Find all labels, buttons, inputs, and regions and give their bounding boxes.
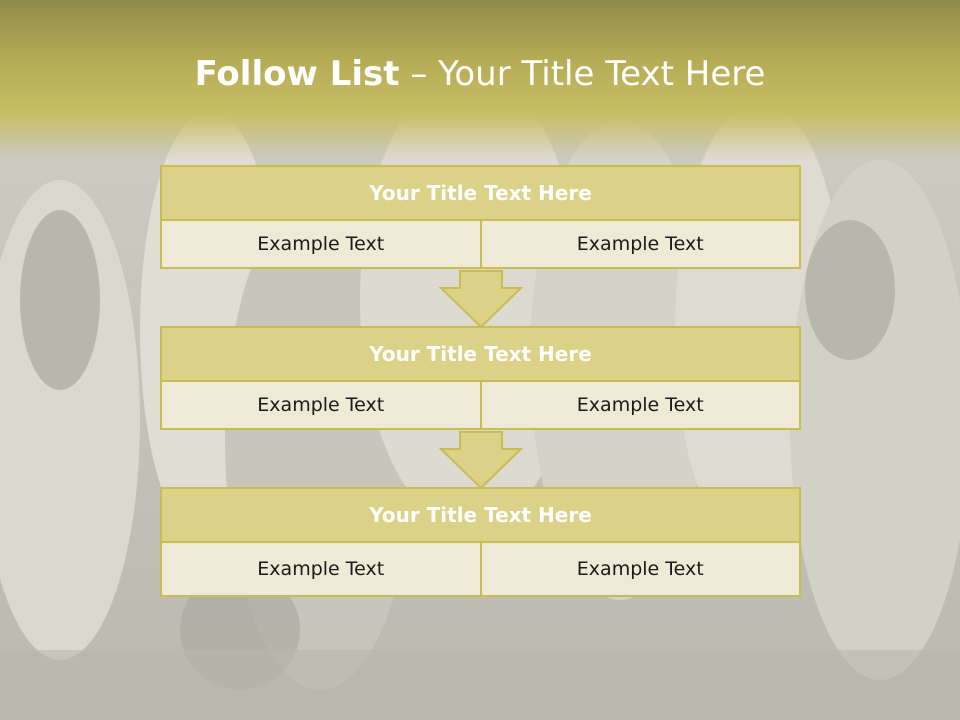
title-band bbox=[0, 0, 960, 160]
list-block-2: Your Title Text Here Example Text Exampl… bbox=[160, 326, 801, 430]
slide-title-bold: Follow List bbox=[194, 54, 400, 94]
list-block-3: Your Title Text Here Example Text Exampl… bbox=[160, 487, 801, 597]
block-cell-right: Example Text bbox=[479, 380, 801, 430]
block-title: Your Title Text Here bbox=[160, 326, 801, 382]
slide-title: Follow List – Your Title Text Here bbox=[0, 54, 960, 94]
block-cell-right: Example Text bbox=[479, 541, 801, 597]
block-cell-right: Example Text bbox=[479, 219, 801, 269]
block-title: Your Title Text Here bbox=[160, 487, 801, 543]
down-arrow-icon bbox=[438, 431, 524, 490]
slide-title-rest: – Your Title Text Here bbox=[399, 54, 766, 94]
block-title: Your Title Text Here bbox=[160, 165, 801, 221]
list-block-1: Your Title Text Here Example Text Exampl… bbox=[160, 165, 801, 269]
block-cell-left: Example Text bbox=[160, 380, 482, 430]
block-cell-left: Example Text bbox=[160, 541, 482, 597]
down-arrow-icon bbox=[438, 270, 524, 329]
block-cell-left: Example Text bbox=[160, 219, 482, 269]
